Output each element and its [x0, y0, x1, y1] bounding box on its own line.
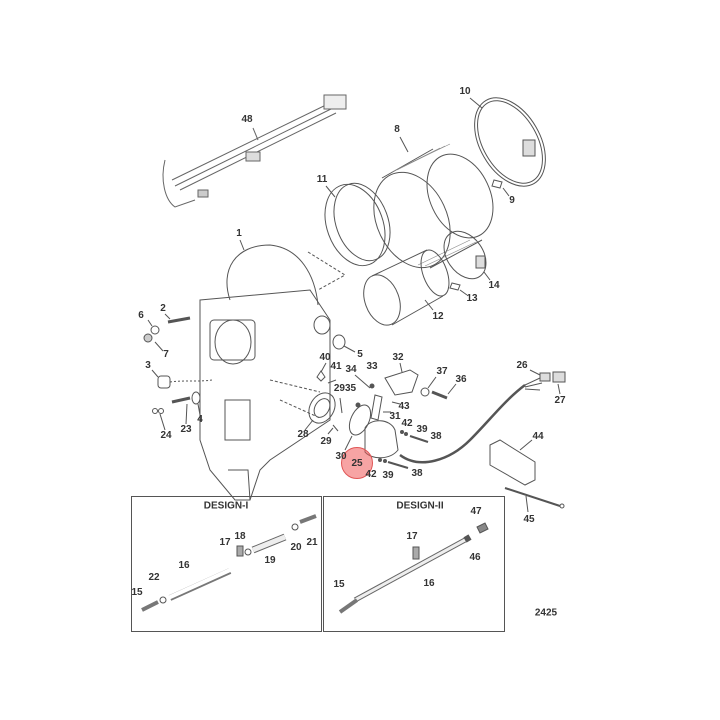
part-callout-31[interactable]: 31 [389, 411, 401, 422]
part-callout-25[interactable]: 25 [351, 458, 363, 469]
part-callout-12[interactable]: 12 [432, 311, 444, 322]
part-callout-27[interactable]: 27 [554, 395, 566, 406]
part-callout-40[interactable]: 40 [319, 352, 331, 363]
part-callout-42[interactable]: 42 [365, 469, 377, 480]
part-callout-22[interactable]: 22 [148, 572, 160, 583]
plate-28 [308, 392, 336, 424]
clamp-14 [443, 230, 491, 281]
part-callout-29[interactable]: 29 [320, 436, 332, 447]
part-callout-8[interactable]: 8 [394, 124, 400, 135]
connector-27 [552, 371, 566, 383]
part-callout-16[interactable]: 16 [178, 560, 190, 571]
part-callout-24[interactable]: 24 [160, 430, 172, 441]
part-callout-39[interactable]: 39 [382, 470, 394, 481]
part-callout-36[interactable]: 36 [455, 374, 467, 385]
part-callout-16[interactable]: 16 [423, 578, 435, 589]
sleeve-12 [363, 249, 450, 326]
design-i-box [131, 496, 322, 632]
design-i-parts [141, 514, 317, 612]
part-callout-43[interactable]: 43 [398, 401, 410, 412]
part-callout-2935[interactable]: 2935 [333, 383, 357, 394]
part-callout-3[interactable]: 3 [145, 360, 151, 371]
link-31 [370, 394, 383, 421]
part-callout-38[interactable]: 38 [430, 431, 442, 442]
stud-2 [167, 316, 191, 324]
part-callout-5[interactable]: 5 [357, 349, 363, 360]
part-callout-39[interactable]: 39 [416, 424, 428, 435]
part-callout-23[interactable]: 23 [180, 424, 192, 435]
part-callout-4[interactable]: 4 [197, 414, 203, 425]
part-callout-18[interactable]: 18 [234, 531, 246, 542]
part-callout-19[interactable]: 19 [264, 555, 276, 566]
cover-25 [364, 420, 399, 459]
part-callout-15[interactable]: 15 [333, 579, 345, 590]
washer-37 [420, 387, 430, 397]
highlight-marker-part-25 [341, 447, 373, 479]
lever-30 [348, 404, 372, 436]
oring-4 [191, 391, 201, 405]
housing-1 [199, 239, 331, 501]
figure-number: 2425 [534, 607, 558, 619]
bracket-40 [316, 370, 326, 382]
part-callout-47[interactable]: 47 [470, 506, 482, 517]
connector-26 [539, 372, 551, 382]
part-callout-48[interactable]: 48 [241, 114, 253, 125]
valve-23 [171, 396, 191, 404]
design-ii-parts [338, 522, 489, 614]
part-callout-46[interactable]: 46 [469, 552, 481, 563]
part-callout-32[interactable]: 32 [392, 352, 404, 363]
part-callout-7[interactable]: 7 [163, 349, 169, 360]
part-callout-42[interactable]: 42 [401, 418, 413, 429]
part-callout-33[interactable]: 33 [366, 361, 378, 372]
part-callout-17[interactable]: 17 [219, 537, 231, 548]
part-callout-17[interactable]: 17 [406, 531, 418, 542]
ring-11 [324, 182, 391, 267]
washer-6 [150, 325, 160, 335]
clip-9 [491, 179, 503, 189]
part-callout-10[interactable]: 10 [459, 86, 471, 97]
part-callout-15[interactable]: 15 [131, 587, 143, 598]
part-callout-41[interactable]: 41 [330, 361, 342, 372]
bracket-44 [489, 439, 536, 486]
cable-tie-45 [504, 487, 561, 507]
part-callout-30[interactable]: 30 [335, 451, 347, 462]
design-ii-box [323, 496, 505, 632]
bushing-5 [332, 334, 346, 350]
part-callout-28[interactable]: 28 [297, 429, 309, 440]
part-callout-37[interactable]: 37 [436, 366, 448, 377]
part-callout-44[interactable]: 44 [532, 431, 544, 442]
nut-7 [143, 333, 153, 343]
design-ii-title: DESIGN-II [396, 500, 444, 512]
part-callout-9[interactable]: 9 [509, 195, 515, 206]
part-callout-13[interactable]: 13 [466, 293, 478, 304]
bracket-32 [384, 369, 419, 396]
part-callout-2[interactable]: 2 [160, 303, 166, 314]
part-callout-14[interactable]: 14 [488, 280, 500, 291]
part-callout-1[interactable]: 1 [236, 228, 242, 239]
bellows-8 [373, 136, 494, 269]
clamp-10 [469, 97, 546, 187]
part-callout-21[interactable]: 21 [306, 537, 318, 548]
part-callout-26[interactable]: 26 [516, 360, 528, 371]
part-callout-20[interactable]: 20 [290, 542, 302, 553]
design-i-title: DESIGN-I [203, 500, 249, 512]
part-callout-11[interactable]: 11 [316, 174, 328, 185]
part-callout-38[interactable]: 38 [411, 468, 423, 479]
fitting-3 [157, 375, 171, 389]
wiring-harness-48 [162, 94, 347, 208]
bolt-36 [431, 390, 448, 400]
part-callout-45[interactable]: 45 [523, 514, 535, 525]
part-callout-6[interactable]: 6 [138, 310, 144, 321]
part-callout-34[interactable]: 34 [345, 364, 357, 375]
